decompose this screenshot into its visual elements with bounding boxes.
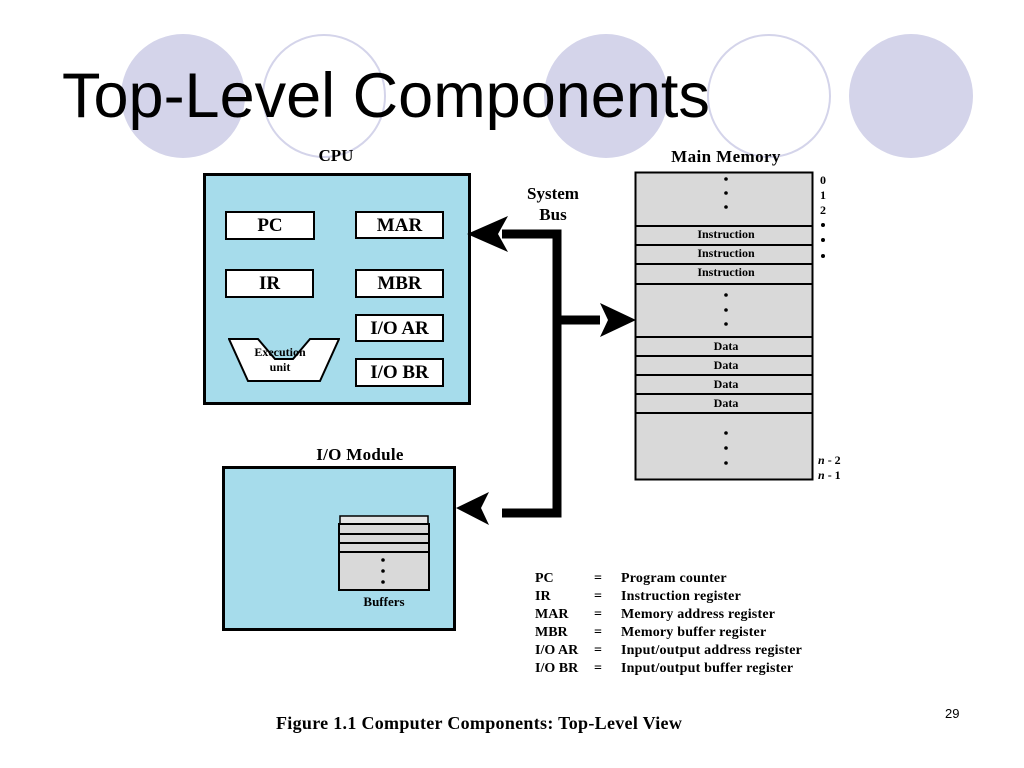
memory-address-n-minus-2: n - 2 xyxy=(818,453,841,467)
legend-equals: = xyxy=(594,589,602,604)
legend-abbr: PC xyxy=(535,571,554,586)
buffers-label: Buffers xyxy=(363,594,405,609)
slide-number: 29 xyxy=(945,706,960,721)
system-bus-lines xyxy=(456,216,636,525)
legend-definition: Program counter xyxy=(621,571,727,586)
figure-caption: Figure 1.1 Computer Components: Top-Leve… xyxy=(276,713,683,733)
cpu-label: CPU xyxy=(318,146,354,165)
arrow-to-cpu xyxy=(467,216,508,252)
register-io-ar: I/O AR xyxy=(355,314,444,342)
system-bus-label-line1: System xyxy=(527,184,579,203)
system-bus-label-line2: Bus xyxy=(539,205,567,224)
legend-equals: = xyxy=(594,625,602,640)
legend-abbr: I/O AR xyxy=(535,643,579,658)
arrow-to-memory xyxy=(600,303,636,337)
register-pc: PC xyxy=(225,211,315,240)
legend-abbr: IR xyxy=(535,589,551,604)
buffers-stack xyxy=(338,515,430,591)
register-ir: IR xyxy=(225,269,314,298)
decorative-circle xyxy=(707,34,831,158)
memory-data-row: Data xyxy=(713,358,739,372)
register-io-br: I/O BR xyxy=(355,358,444,387)
execution-unit-shape xyxy=(228,338,340,382)
memory-address-0: 0 xyxy=(820,173,826,187)
legend-abbr: I/O BR xyxy=(535,661,579,676)
main-memory-label: Main Memory xyxy=(671,147,781,166)
memory-data-row: Data xyxy=(713,339,739,353)
decorative-circle xyxy=(121,34,245,158)
execution-unit-line1: Execution xyxy=(254,345,306,359)
legend-equals: = xyxy=(594,571,602,586)
register-mbr: MBR xyxy=(355,269,444,298)
legend-definition: Instruction register xyxy=(621,589,741,604)
legend-equals: = xyxy=(594,643,602,658)
legend-abbr: MAR xyxy=(535,607,569,622)
system-bus-label: System Bus xyxy=(512,183,594,225)
arrow-to-io-module xyxy=(456,492,489,525)
slide-title: Top-Level Components xyxy=(62,61,710,131)
memory-instruction-row: Instruction xyxy=(697,265,755,279)
decorative-circle xyxy=(262,34,386,158)
memory-data-row: Data xyxy=(713,396,739,410)
legend-definition: Memory buffer register xyxy=(621,625,767,640)
memory-instruction-row: Instruction xyxy=(697,227,755,241)
execution-unit-line2: unit xyxy=(269,360,291,374)
memory-address-2: 2 xyxy=(820,203,826,217)
main-memory-box xyxy=(634,171,814,481)
memory-address-1: 1 xyxy=(820,188,826,202)
memory-address-ellipsis xyxy=(821,223,825,258)
legend-definition: Input/output buffer register xyxy=(621,661,794,676)
legend-abbr: MBR xyxy=(535,625,568,640)
io-module-label: I/O Module xyxy=(316,445,404,464)
decorative-circle xyxy=(849,34,973,158)
execution-unit-label: Execution unit xyxy=(232,345,328,375)
legend-definition: Memory address register xyxy=(621,607,776,622)
memory-instruction-row: Instruction xyxy=(697,246,755,260)
register-mar: MAR xyxy=(355,211,444,239)
memory-data-row: Data xyxy=(713,377,739,391)
memory-address-n-minus-1: n - 1 xyxy=(818,468,841,482)
legend-definition: Input/output address register xyxy=(621,643,803,658)
decorative-circle xyxy=(544,34,668,158)
legend-equals: = xyxy=(594,661,602,676)
legend-equals: = xyxy=(594,607,602,622)
